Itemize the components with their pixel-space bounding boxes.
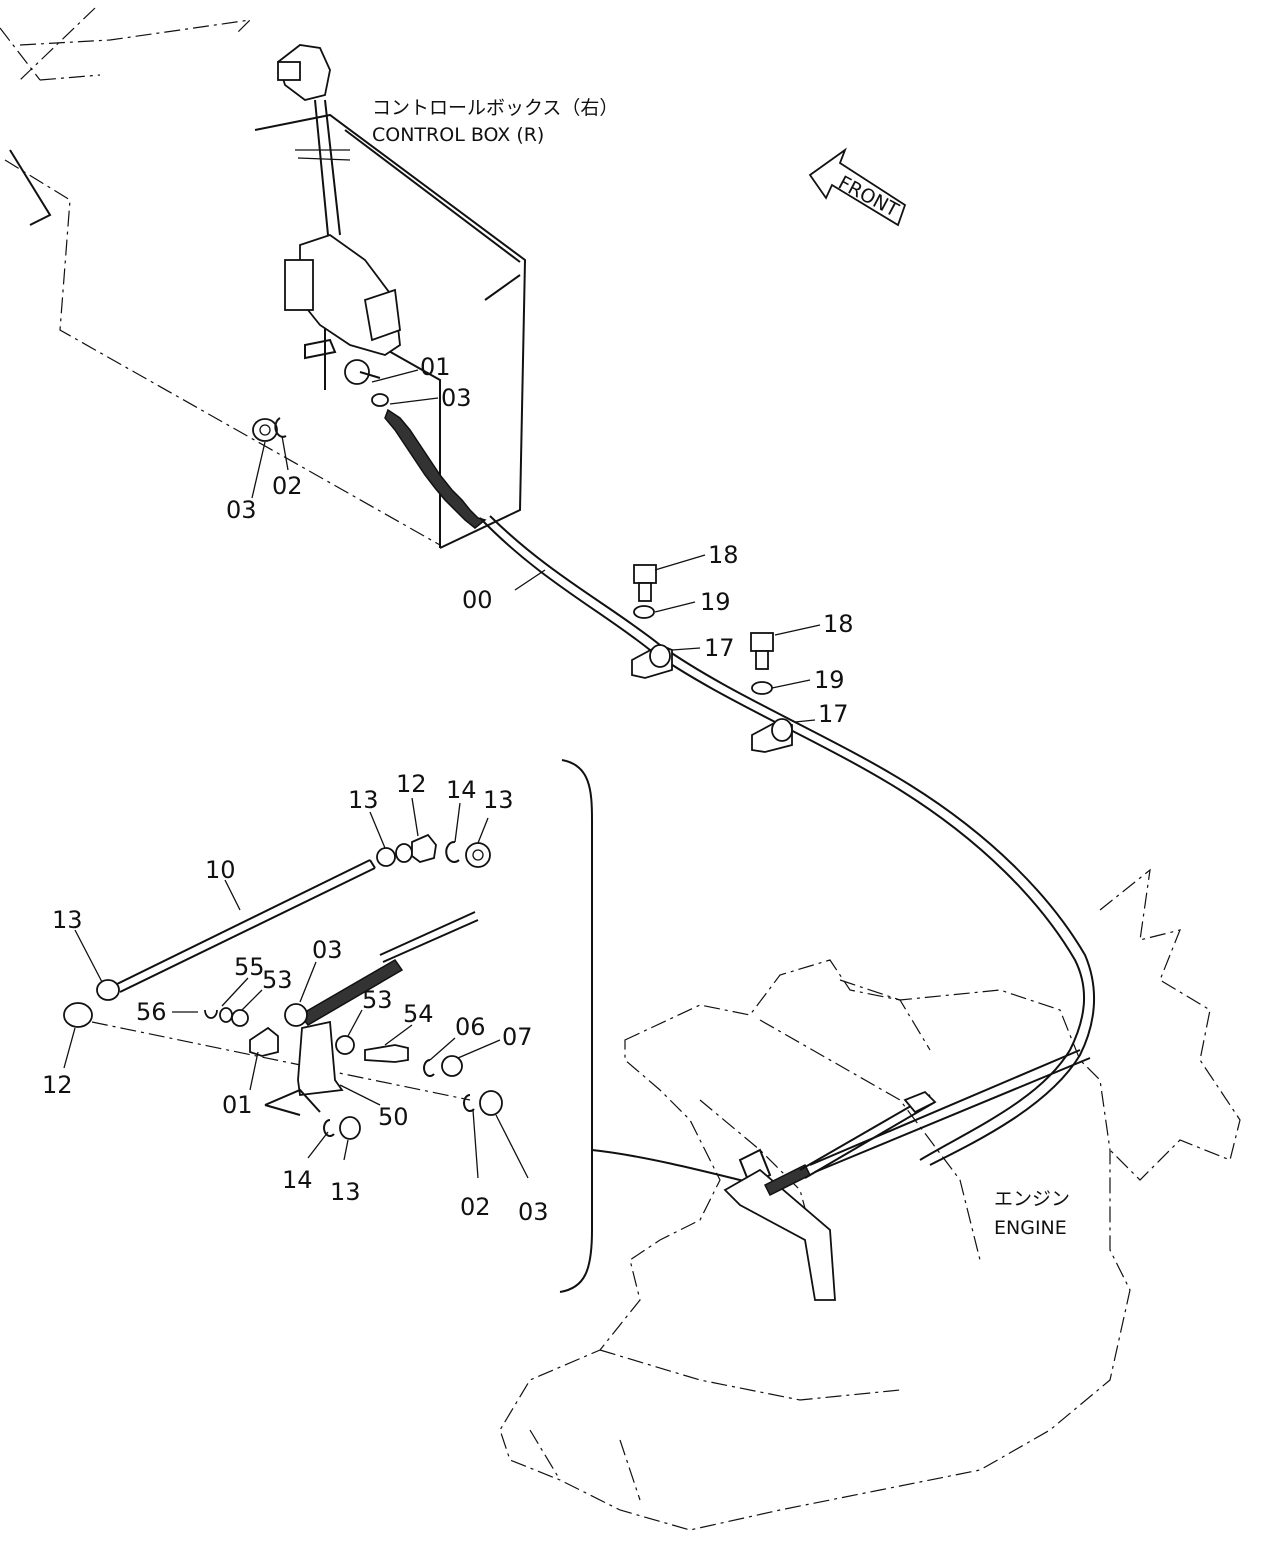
label-19-b: 19: [814, 666, 845, 694]
label-19-a: 19: [700, 588, 731, 616]
control-box-title-jp: コントロールボックス（右）: [372, 97, 618, 119]
label-01-top: 01: [420, 353, 451, 381]
label-06: 06: [455, 1013, 486, 1041]
label-00: 00: [462, 586, 493, 614]
label-07: 07: [502, 1023, 533, 1051]
label-54: 54: [403, 1000, 434, 1028]
control-lever: [276, 44, 401, 360]
label-18-b: 18: [823, 610, 854, 638]
label-03-detail: 03: [312, 936, 343, 964]
label-03-detail-right: 03: [518, 1198, 549, 1226]
label-18-a: 18: [708, 541, 739, 569]
label-03-top: 03: [441, 384, 472, 412]
label-55: 55: [234, 953, 265, 981]
label-02-left: 02: [272, 472, 303, 500]
detail-rod-assembly: [63, 833, 503, 1140]
detail-bracket: [559, 759, 593, 1293]
label-10: 10: [205, 856, 236, 884]
engine-title-jp: エンジン: [994, 1188, 1070, 1210]
label-02-detail: 02: [460, 1193, 491, 1221]
cable-clamp-2: [750, 632, 793, 753]
label-01-detail: 01: [222, 1091, 253, 1119]
front-arrow-label: FRONT: [834, 172, 902, 222]
label-50: 50: [378, 1103, 409, 1131]
label-12-left: 12: [42, 1071, 73, 1099]
label-14-top: 14: [446, 776, 477, 804]
label-14-bottom: 14: [282, 1166, 313, 1194]
label-03-left: 03: [226, 496, 257, 524]
label-53-a: 53: [262, 966, 293, 994]
label-13-top: 13: [348, 786, 379, 814]
label-12-top: 12: [396, 770, 427, 798]
label-17-a: 17: [704, 634, 735, 662]
part-number-labels: 01 03 03 02 00 18 19 17 18 19 17 13 12 1…: [42, 353, 854, 1226]
cable-assembly: [344, 359, 1095, 1166]
label-53-b: 53: [362, 986, 393, 1014]
label-13-bottom: 13: [330, 1178, 361, 1206]
engine-title-en: ENGINE: [994, 1217, 1067, 1239]
leader-lines: [63, 369, 821, 1179]
control-box-outline: [0, 7, 527, 549]
label-13-top-right: 13: [483, 786, 514, 814]
label-56: 56: [136, 998, 167, 1026]
detail-leader: [591, 1149, 761, 1186]
label-13-left: 13: [52, 906, 83, 934]
control-box-title-en: CONTROL BOX (R): [372, 124, 544, 146]
cable-clamp-1: [631, 564, 673, 679]
nut-washer-box: [252, 417, 287, 442]
front-arrow-icon: FRONT: [808, 147, 907, 227]
label-17-b: 17: [818, 700, 849, 728]
engine-outline: [499, 868, 1241, 1531]
